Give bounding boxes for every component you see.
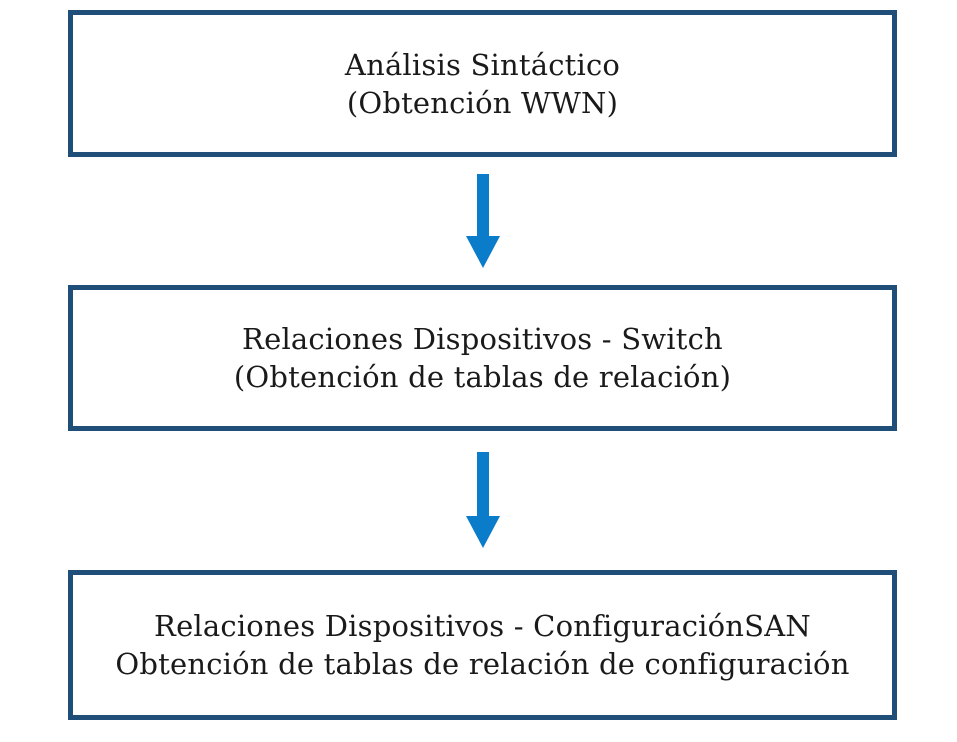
step-box-relaciones-switch: Relaciones Dispositivos - Switch (Obtenc… — [68, 285, 897, 431]
step-subtitle: (Obtención WWN) — [346, 85, 619, 120]
step-title: Relaciones Dispositivos - ConfiguraciónS… — [154, 609, 811, 643]
step-title: Relaciones Dispositivos - Switch — [242, 322, 723, 356]
down-arrow-icon — [466, 452, 500, 548]
step-box-relaciones-configuracion-san: Relaciones Dispositivos - ConfiguraciónS… — [68, 570, 897, 720]
step-subtitle: Obtención de tablas de relación de confi… — [115, 647, 850, 681]
step-box-analisis-sintactico: Análisis Sintáctico (Obtención WWN) — [68, 10, 897, 157]
step-title: Análisis Sintáctico — [344, 47, 621, 82]
down-arrow-icon — [466, 174, 500, 268]
step-subtitle: (Obtención de tablas de relación) — [233, 360, 732, 394]
